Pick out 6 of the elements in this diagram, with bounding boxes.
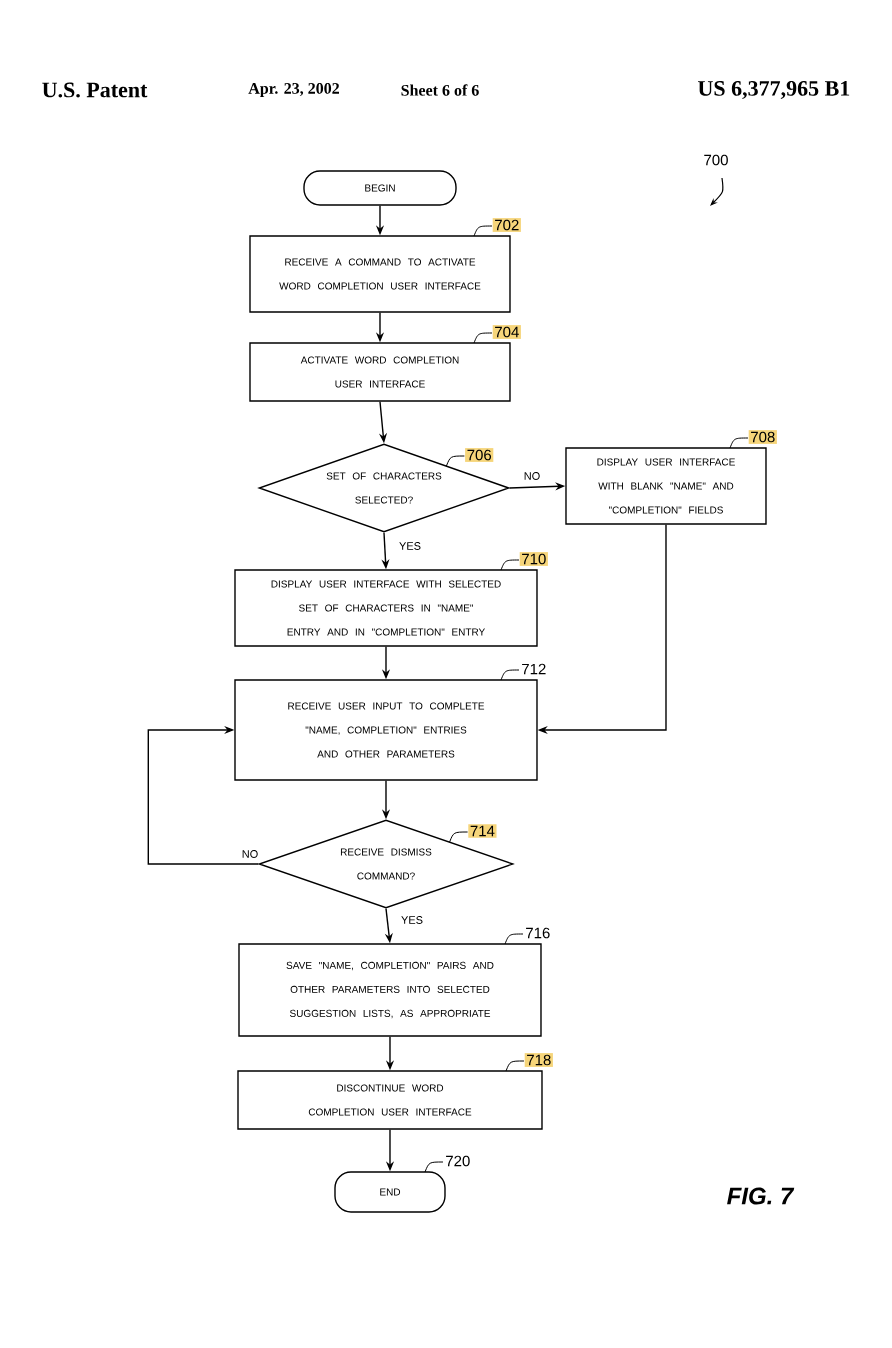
header-text: U.S. Patent [42,82,148,98]
header-text: Apr. 23, 2002 [248,83,339,98]
header-text: US 6,377,965 B1 [698,81,850,99]
arrow [147,725,259,865]
header-text: Sheet 6 of 6 [401,84,479,96]
figure-label: FIG. 7 [727,1187,795,1205]
